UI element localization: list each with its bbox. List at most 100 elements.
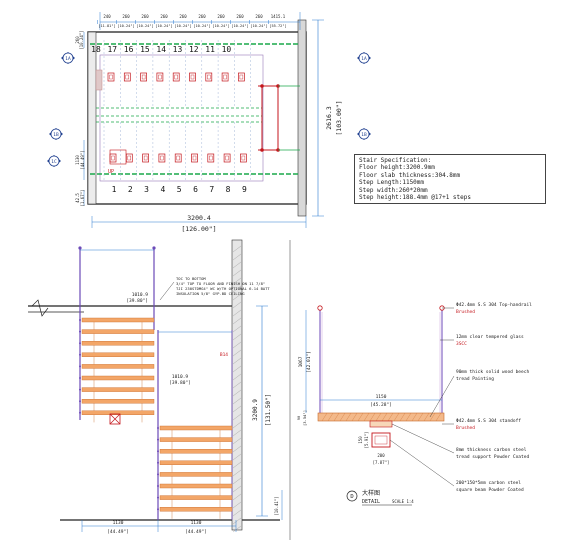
lower-tread-box	[109, 153, 117, 163]
top-dim-in-3: [10.24"]	[136, 24, 153, 28]
elevation-tread	[159, 495, 233, 500]
wall-hatch	[232, 245, 242, 533]
elevation-tread	[81, 341, 155, 346]
bottom-dim-1: 1130	[113, 520, 124, 526]
plan-left-wall	[87, 31, 97, 205]
beam-h-dim: 150	[358, 436, 363, 444]
plan-left-dim-top-in: [10.24"]	[79, 30, 84, 49]
detail-tread	[317, 412, 445, 422]
spec-step-width: Step width:260*20mm	[359, 186, 428, 194]
elevation-tread	[81, 352, 155, 357]
step-number-7: 7	[209, 185, 214, 194]
plan-left-dim-mid: 1130	[75, 155, 80, 165]
step-number-18: 18	[91, 45, 101, 54]
detail-scale: SCALE 1:4	[392, 499, 414, 504]
lower-tread-box	[125, 153, 133, 163]
tread-support	[369, 420, 393, 428]
top-dim-7: 260	[217, 14, 225, 19]
elevation-tread	[159, 437, 233, 442]
label-beam-2: square beam Powder Coated	[456, 487, 524, 493]
label-standoff-finish: Brushed	[456, 425, 475, 431]
step-number-5: 5	[177, 185, 182, 194]
plan-red-stringer	[258, 84, 300, 152]
elevation-tread	[81, 375, 155, 381]
plan-left-dim-bottom: 42.5	[75, 193, 80, 203]
step-number-8: 8	[226, 185, 231, 194]
elevation-tread	[159, 425, 233, 431]
plan-left-dim-top: 260	[75, 36, 80, 44]
lower-tread-box	[240, 153, 247, 163]
label-tread-1: 90mm thick solid wood beech	[456, 369, 529, 375]
bottom-dim-2: 1130	[191, 520, 202, 526]
upper-tread-box	[205, 72, 213, 82]
upper-tread-box	[140, 72, 147, 82]
detail-view: 1150 [45.28"] 1067 [42.01"] 90 [3.54"] 2…	[296, 302, 532, 506]
rail-dim: 1010.9	[132, 292, 149, 298]
spec-step-length: Step Length:1150mm	[359, 179, 425, 187]
lower-tread-box	[142, 153, 149, 163]
detail-tread-dim-in: [45.28"]	[370, 402, 392, 408]
elevation-height-dim-in: [131.50"]	[265, 394, 272, 427]
label-support-1: 8mm thickness carbon steel	[456, 447, 527, 453]
top-dim-in-5: [10.24"]	[174, 24, 191, 28]
label-tread-2: tread Painting	[456, 376, 494, 382]
elevation-tread	[159, 449, 233, 454]
top-dim-in-4: [10.24"]	[155, 24, 172, 28]
step-number-12: 12	[189, 45, 199, 54]
detail-title-en: DETAIL	[362, 499, 380, 505]
note-line-3: TJI 230STDMG4" WC W/TH OPTIONAL 6-14 BAT…	[176, 286, 270, 291]
plan-height-dim-in: [103.00"]	[335, 100, 343, 135]
step-number-16: 16	[124, 45, 134, 54]
beam-w-dim-in: [7.87"]	[373, 460, 390, 465]
red-mark: B14	[220, 352, 228, 358]
top-dim-in-1: [11.81"]	[98, 24, 115, 28]
spec-floor-height: Floor height:3200.9mm	[359, 164, 435, 172]
upper-tread-box	[107, 72, 115, 82]
section-marker-1a-right: 1A	[357, 52, 371, 64]
step-number-1: 1	[112, 185, 117, 194]
label-glass-sub: 3SCC	[456, 341, 467, 347]
lower-tread-box	[174, 153, 182, 163]
elevation-tread	[81, 399, 155, 404]
plan-outer-wall	[87, 31, 307, 205]
elevation-small-dim: [10.41"]	[274, 496, 279, 515]
plan-left-dim-mid-in: [44.49"]	[80, 150, 85, 169]
detail-small-dim-in: [3.54"]	[302, 410, 307, 426]
note-line-4: INSULATION 5/8" GYP.BD CEILING	[176, 291, 245, 296]
step-number-4: 4	[160, 185, 165, 194]
plan-landing-shade	[95, 69, 103, 91]
step-number-11: 11	[205, 45, 215, 54]
marker-text: 1A	[361, 56, 367, 62]
marker-text: 1B	[53, 132, 59, 138]
elevation-tread	[81, 387, 155, 392]
landing-support	[109, 413, 121, 425]
elevation-view: TOC TO BOTTOM 3/4" TOP TO FLOOR AND FINI…	[28, 239, 283, 535]
section-marker-1a-left: 1A	[61, 52, 75, 64]
elevation-tread	[81, 317, 155, 323]
square-beam	[371, 432, 391, 448]
step-number-2: 2	[128, 185, 133, 194]
top-dim-2: 260	[122, 14, 130, 19]
tread-hatch	[321, 412, 442, 422]
label-standoff: Φ42.4mm S.S 304 standoff	[456, 418, 521, 424]
rail-dim-in: [39.80"]	[126, 298, 148, 304]
lower-tread-box	[223, 153, 231, 163]
upper-tread-box	[189, 72, 196, 82]
slab-break-line	[31, 299, 49, 317]
floor-note: TOC TO BOTTOM 3/4" TOP TO FLOOR AND FINI…	[159, 276, 270, 301]
detail-title-cn: 大样图	[362, 489, 380, 497]
lower-tread-box	[191, 153, 198, 163]
elevation-tread	[81, 364, 155, 369]
elevation-tread	[159, 472, 233, 477]
upper-tread-box	[123, 72, 131, 82]
elevation-tread	[81, 410, 155, 415]
upper-tread-box	[172, 72, 180, 82]
note-line-2: 3/4" TOP TO FLOOR AND FINISH ON 11 7/8"	[176, 281, 265, 286]
rail-dim-lower-in: [39.80"]	[169, 380, 191, 386]
step-number-10: 10	[222, 45, 232, 54]
bottom-dim-1-in: [44.49"]	[107, 529, 129, 535]
top-dim-in-7: [10.24"]	[212, 24, 229, 28]
upper-tread-box	[156, 72, 164, 82]
